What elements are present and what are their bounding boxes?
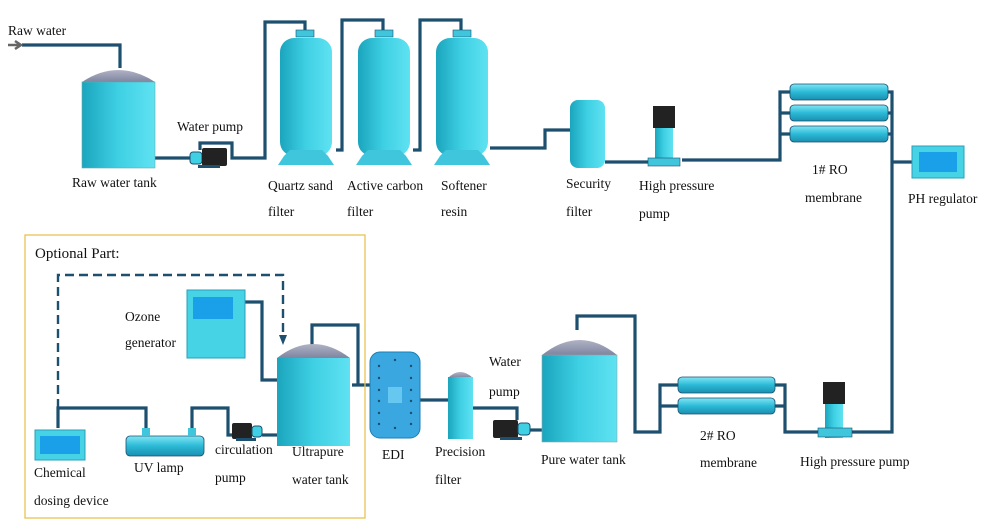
label-pure-water-tank: Pure water tank (541, 452, 626, 467)
raw-water-tank (81, 70, 156, 169)
water-pump-2 (493, 420, 531, 440)
label-precision: Precision (435, 444, 485, 459)
label-edi: EDI (382, 447, 405, 462)
label-security: Security (566, 176, 611, 191)
pure-water-tank (541, 340, 618, 443)
label-carbon-filter: filter (347, 204, 374, 219)
chemical-dosing-device (34, 429, 86, 461)
label-pump-1: pump (639, 206, 670, 221)
label-circulation: circulation (215, 442, 273, 457)
label-ozone: Ozone (125, 309, 160, 324)
ultrapure-water-tank (277, 344, 350, 446)
high-pressure-pump-1 (647, 106, 681, 167)
label-ro2: 2# RO (700, 428, 736, 443)
circulation-pump (232, 423, 263, 441)
label-resin: resin (441, 204, 467, 219)
label-optional-part: Optional Part: (35, 246, 120, 262)
label-high-pressure-1: High pressure (639, 178, 714, 193)
label-softener: Softener (441, 178, 487, 193)
softener-resin-vessel (434, 29, 490, 165)
label-active-carbon: Active carbon (347, 178, 423, 193)
label-water-tank: water tank (292, 472, 349, 487)
label-ro1: 1# RO (812, 162, 848, 177)
ro-membrane-1 (789, 83, 889, 143)
active-carbon-filter (356, 29, 412, 165)
label-ro2-membrane: membrane (700, 455, 757, 470)
water-pump-1 (189, 148, 227, 168)
security-filter (570, 100, 605, 168)
ro-membrane-2 (677, 376, 776, 415)
label-precision-filter: filter (435, 472, 462, 487)
label-water-pump: Water pump (177, 119, 243, 134)
edi-module (369, 351, 421, 439)
quartz-sand-filter (278, 29, 334, 165)
uv-lamp (125, 428, 205, 457)
label-pump-2: pump (489, 384, 520, 399)
optional-part-box (24, 234, 366, 519)
ozone-generator (186, 289, 246, 359)
label-generator: generator (125, 335, 176, 350)
label-ultrapure: Ultrapure (292, 444, 344, 459)
precision-filter (448, 372, 473, 439)
label-chemical: Chemical (34, 465, 86, 480)
label-uv-lamp: UV lamp (134, 460, 184, 475)
labels: Raw water Raw water tank Water pump Quar… (8, 23, 978, 508)
label-ph-regulator: PH regulator (908, 191, 978, 206)
label-security-filter: filter (566, 204, 593, 219)
label-circulation-pump: pump (215, 470, 246, 485)
label-quartz-sand: Quartz sand (268, 178, 333, 193)
label-dosing-device: dosing device (34, 493, 109, 508)
label-ro1-membrane: membrane (805, 190, 862, 205)
label-raw-water: Raw water (8, 23, 67, 38)
label-quartz-filter: filter (268, 204, 295, 219)
ph-regulator (911, 145, 965, 179)
high-pressure-pump-2 (817, 382, 853, 438)
label-raw-water-tank: Raw water tank (72, 175, 157, 190)
label-water-pump-2: Water (489, 354, 521, 369)
label-high-pressure-pump-2: High pressure pump (800, 454, 910, 469)
